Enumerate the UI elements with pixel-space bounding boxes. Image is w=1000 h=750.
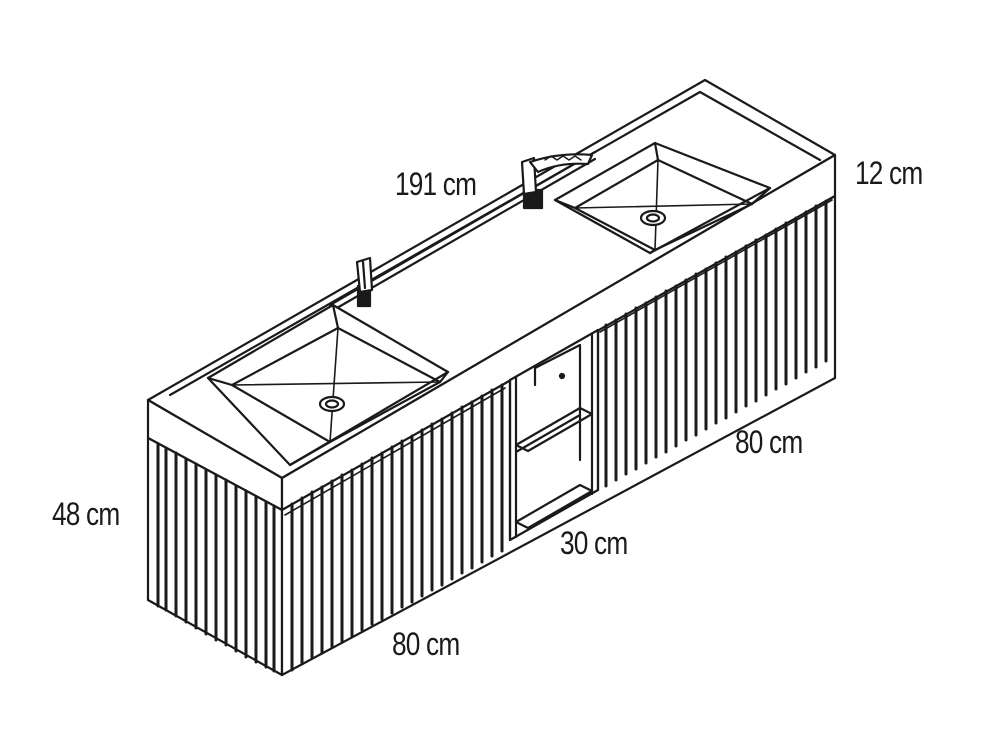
right-faucet-icon <box>520 153 594 210</box>
height-label: 48 cm <box>52 496 120 532</box>
shelf-hole-icon <box>558 372 566 380</box>
right-drawer-width-label: 80 cm <box>735 424 803 460</box>
open-shelf <box>508 328 600 542</box>
left-drawer-front <box>290 383 504 672</box>
right-basin <box>553 141 772 255</box>
shelf-width-label: 30 cm <box>560 525 628 561</box>
right-drawer-front <box>604 199 828 488</box>
left-drain-icon <box>318 395 346 413</box>
side-slats <box>156 442 276 673</box>
left-faucet-icon <box>355 256 374 308</box>
width-label: 191 cm <box>395 166 477 202</box>
left-basin <box>206 303 450 467</box>
top-thickness-label: 12 cm <box>855 155 923 191</box>
drawer-handles <box>284 199 833 516</box>
left-drawer-width-label: 80 cm <box>392 626 460 662</box>
right-drain-icon <box>639 209 667 227</box>
